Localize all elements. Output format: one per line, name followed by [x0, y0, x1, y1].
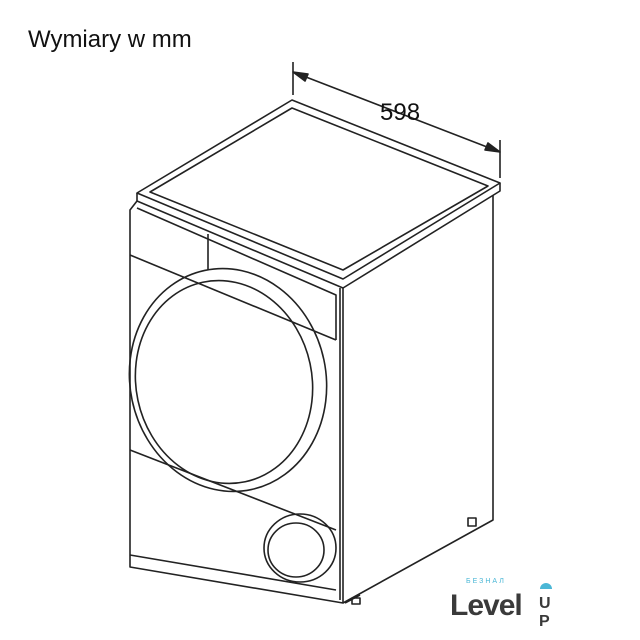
- condenser-hatch: [263, 513, 337, 583]
- dryer-body: [129, 195, 494, 605]
- dimensions-title: Wymiary w mm: [28, 26, 192, 53]
- dryer-door: [128, 267, 328, 493]
- svg-text:U: U: [539, 595, 551, 612]
- svg-text:P: P: [539, 613, 550, 630]
- width-dimension-line: 598: [292, 62, 501, 178]
- logo-tagline: БЕЗНАЛ: [466, 578, 506, 585]
- width-value: 598: [380, 99, 420, 126]
- logo-up-mark: U P: [539, 583, 552, 630]
- logo-main: Level: [450, 589, 523, 622]
- levelup-logo: БЕЗНАЛ Level U P: [450, 578, 560, 632]
- dryer-top: [136, 99, 501, 289]
